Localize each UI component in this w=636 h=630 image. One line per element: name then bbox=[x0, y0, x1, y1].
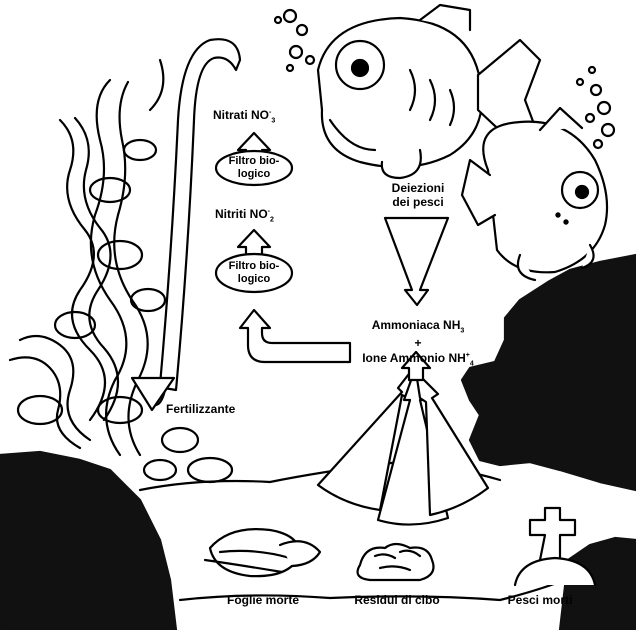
nitrites-charge: - bbox=[268, 208, 270, 215]
dead-fish-label: Pesci morti bbox=[508, 593, 573, 607]
plus-sign: + bbox=[362, 338, 474, 349]
dead-leaves-label: Foglie morte bbox=[227, 593, 299, 607]
dead-fish-text: Pesci morti bbox=[508, 593, 573, 607]
nitrites-label: Nitriti NO-2 bbox=[215, 205, 274, 227]
excrement-line1: Deiezioni bbox=[392, 181, 445, 195]
dead-leaves bbox=[205, 529, 320, 576]
biofilter-1-label: Filtro bio- logico bbox=[229, 155, 280, 181]
arrow-ammonia-to-filter bbox=[240, 310, 350, 362]
biofilter-2-line2: logico bbox=[229, 273, 280, 286]
fish-right bbox=[462, 108, 607, 280]
fertilizer-label: Fertilizzante bbox=[166, 402, 235, 416]
food-residue-text: Residui di cibo bbox=[354, 593, 439, 607]
biofilter-1-line1: Filtro bio- bbox=[229, 155, 280, 168]
excrement-line2: dei pesci bbox=[392, 195, 445, 209]
excrement-label: Deiezioni dei pesci bbox=[392, 181, 445, 209]
nitrites-subscript: 2 bbox=[270, 216, 274, 223]
ammonia-subscript: 3 bbox=[460, 327, 464, 334]
fertilizer-text: Fertilizzante bbox=[166, 402, 235, 416]
nitrates-charge: - bbox=[269, 109, 271, 116]
food-residue bbox=[358, 544, 434, 580]
dead-leaves-text: Foglie morte bbox=[227, 593, 299, 607]
biofilter-2-line1: Filtro bio- bbox=[229, 260, 280, 273]
ammonia-text: Ammoniaca NH bbox=[372, 318, 461, 332]
ammonium-charge: + bbox=[466, 352, 470, 359]
nitrates-label: Nitrati NO-3 bbox=[213, 106, 275, 128]
biofilter-1-line2: logico bbox=[229, 168, 280, 181]
ammonium-text: Ione Ammonio NH bbox=[362, 351, 466, 365]
biofilter-2-label: Filtro bio- logico bbox=[229, 260, 280, 286]
nitrates-subscript: 3 bbox=[271, 117, 275, 124]
ammonia-label: Ammoniaca NH3 + Ione Ammonio NH+4 bbox=[362, 318, 474, 372]
ammonium-subscript: 4 bbox=[470, 361, 474, 368]
dead-fish-grave bbox=[515, 508, 595, 585]
arrow-excrement-down bbox=[385, 218, 448, 305]
nitrates-text: Nitrati NO bbox=[213, 108, 269, 122]
nitrites-text: Nitriti NO bbox=[215, 207, 268, 221]
food-residue-label: Residui di cibo bbox=[354, 593, 439, 607]
arrow-filter2-up bbox=[238, 230, 270, 256]
rock-right bbox=[462, 255, 636, 490]
seaweed bbox=[10, 60, 232, 482]
